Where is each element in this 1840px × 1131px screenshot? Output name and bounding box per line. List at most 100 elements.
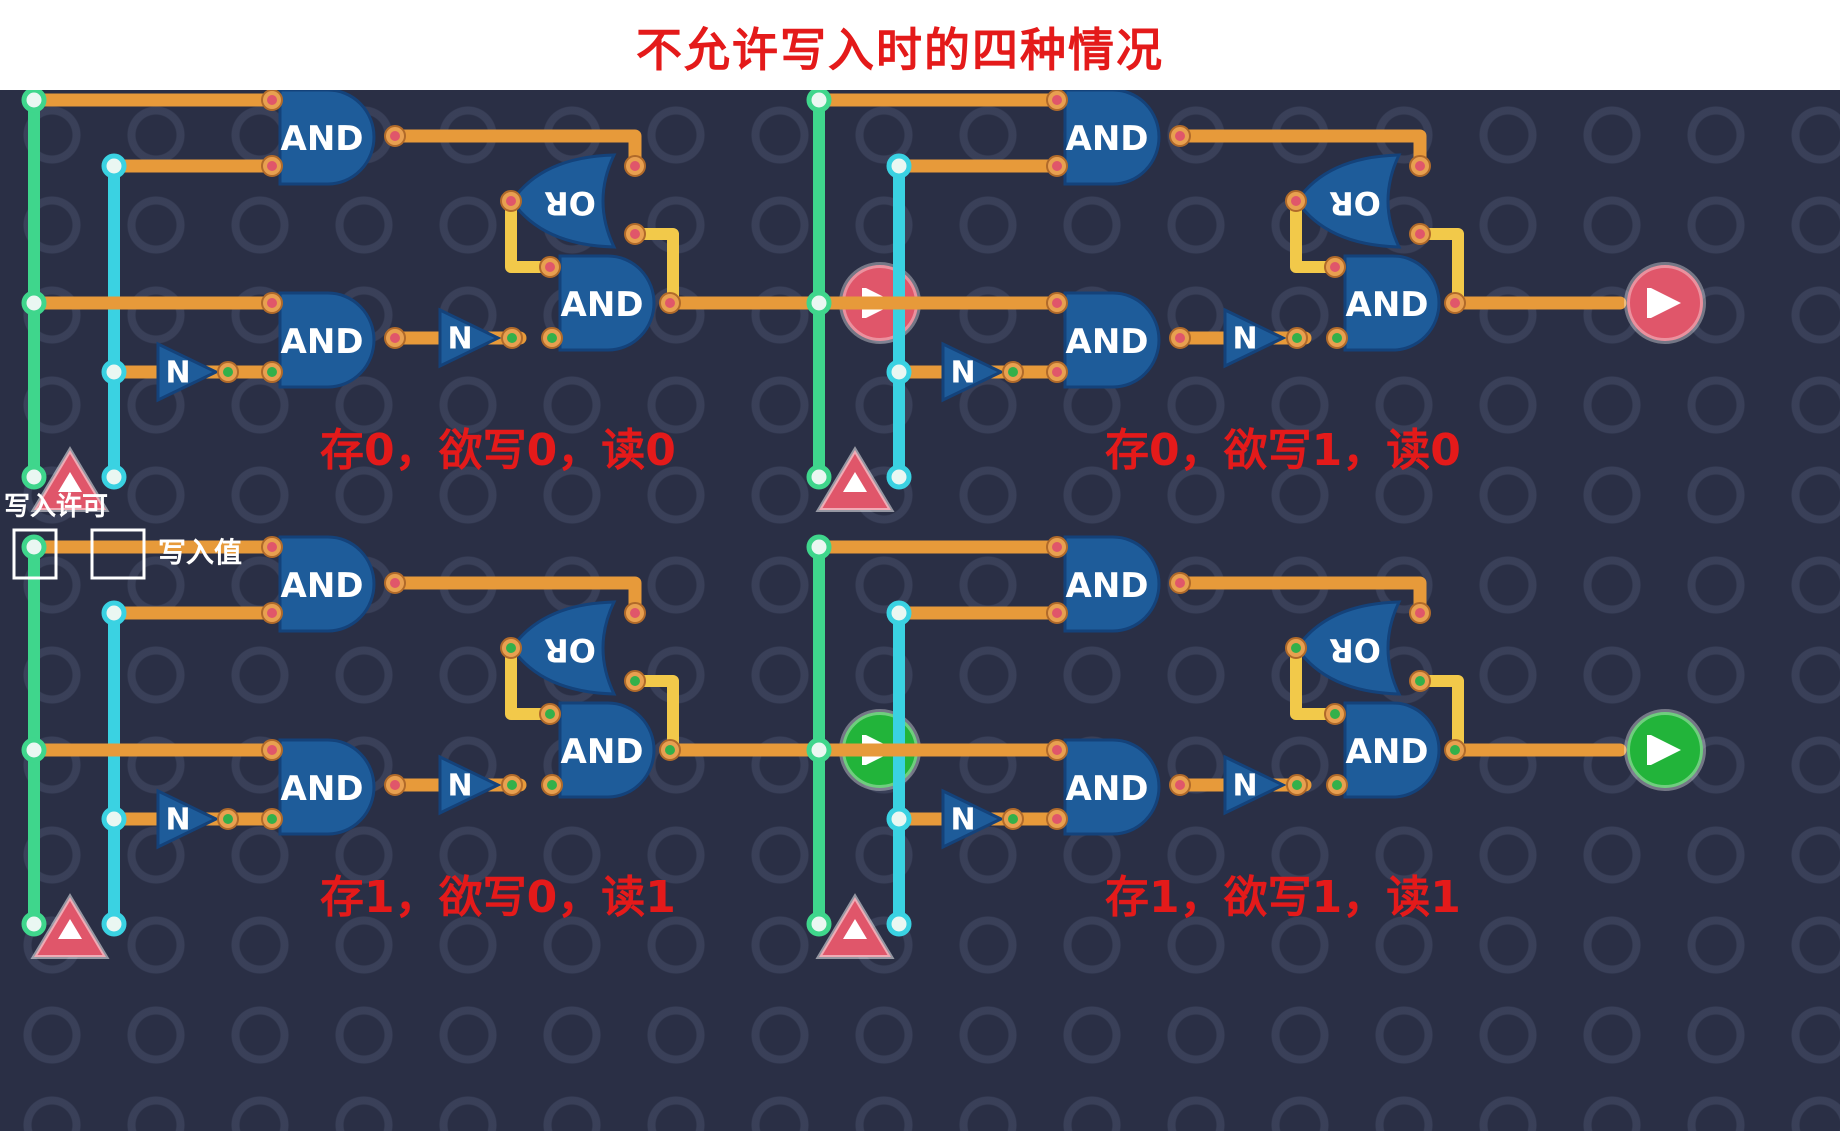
feedback-loop — [629, 675, 679, 756]
pin-or-out-dot — [1291, 196, 1301, 206]
pin-and2-a-dot — [267, 745, 277, 755]
input-arrow-icon — [58, 472, 82, 492]
output-arrow-icon — [1651, 735, 1681, 765]
pin-or-a-dot — [1415, 608, 1425, 618]
not-gate-2-label: N — [950, 803, 975, 838]
feedback-or-to-and3 — [505, 195, 556, 273]
not-gate-1-body — [438, 307, 502, 369]
pin-and1-b-dot — [267, 161, 277, 171]
and-gate-2-body — [1063, 738, 1161, 836]
junction-enable-mid — [21, 290, 47, 316]
junction-enable-bottom — [21, 911, 47, 937]
and-gate-3-body — [1343, 701, 1441, 799]
pin-and1-b-dot — [1052, 608, 1062, 618]
pin-and2-out-dot — [1175, 780, 1185, 790]
or-gate-body — [1295, 153, 1402, 249]
and-gate-2-label: AND — [1066, 769, 1149, 809]
title-bar: 不允许写入时的四种情况 — [0, 0, 1840, 90]
panel-caption: 存1，欲写1，读1 — [1105, 872, 1461, 923]
junction-enable-bottom — [806, 464, 832, 490]
pin-and3-b-dot — [1332, 780, 1342, 790]
and-gate-1-label: AND — [281, 119, 364, 159]
and-gate-3-label: AND — [561, 732, 644, 772]
not-gate-1-body — [1223, 754, 1287, 816]
not-gate-1-label: N — [1232, 769, 1257, 804]
and-gate-3-body — [1343, 254, 1441, 352]
pin-and3-b-dot — [547, 333, 557, 343]
pin-not2-out-dot — [223, 367, 233, 377]
and-gate-1-body — [278, 90, 376, 186]
output-bar-icon — [1647, 735, 1651, 765]
junction-enable-bottom — [806, 911, 832, 937]
pin-not2-out-dot — [223, 814, 233, 824]
panel-caption: 存0，欲写0，读0 — [320, 425, 676, 476]
junction-value-top — [101, 600, 127, 626]
pin-and2-out-dot — [1175, 333, 1185, 343]
or-gate-body — [510, 600, 617, 696]
not-gate-1-label: N — [447, 322, 472, 357]
and-gate-1-body — [278, 535, 376, 633]
pin-and3-out-dot — [1450, 298, 1460, 308]
pin-and3-out-dot — [1450, 745, 1460, 755]
not-gate-2-label: N — [165, 356, 190, 391]
pin-and3-a-dot — [545, 709, 555, 719]
junction-value-top — [886, 600, 912, 626]
not-gate-1-body — [1223, 307, 1287, 369]
junction-value-bottom — [886, 464, 912, 490]
junction-value-mid — [101, 359, 127, 385]
pin-not2-out-dot — [1008, 367, 1018, 377]
not-gate-2-body — [156, 788, 220, 850]
write-enable-box — [12, 528, 58, 580]
junction-enable-top — [21, 534, 47, 560]
or-gate-body — [1295, 600, 1402, 696]
pin-or-b-dot — [630, 676, 640, 686]
junction-enable-mid — [806, 290, 832, 316]
and-gate-3-label: AND — [1346, 732, 1429, 772]
pin-and1-out-dot — [1175, 578, 1185, 588]
pin-and2-out-dot — [390, 780, 400, 790]
and-gate-3-body — [558, 701, 656, 799]
or-gate-label: OR — [1329, 184, 1381, 222]
pin-or-b-dot — [1415, 676, 1425, 686]
not-gate-2-body — [941, 341, 1005, 403]
pin-and1-b-dot — [1052, 161, 1062, 171]
junction-enable-mid — [21, 737, 47, 763]
feedback-or-to-and3 — [1290, 195, 1341, 273]
pin-and3-out-dot — [665, 745, 675, 755]
junction-enable-bottom — [21, 464, 47, 490]
junction-enable-top — [806, 534, 832, 560]
write-value-box — [90, 528, 146, 580]
pin-or-a-dot — [1415, 161, 1425, 171]
output-bar-icon — [1647, 288, 1651, 318]
and-gate-2-body — [1063, 291, 1161, 389]
and-gate-2-body — [278, 738, 376, 836]
panel-caption: 存0，欲写1，读0 — [1105, 425, 1461, 476]
pin-or-out-dot — [1291, 643, 1301, 653]
pin-and2-a-dot — [267, 298, 277, 308]
page-title: 不允许写入时的四种情况 — [636, 23, 1164, 77]
pin-and1-a-dot — [267, 542, 277, 552]
pin-and3-b-dot — [1332, 333, 1342, 343]
pin-and3-b-dot — [547, 780, 557, 790]
pin-and2-a-dot — [1052, 298, 1062, 308]
circuit-diagram: ANDANDANDORNN存0，欲写0，读0ANDANDANDORNN存0，欲写… — [4, 90, 1706, 959]
pin-not1-out-dot — [507, 333, 517, 343]
input-arrow-icon — [843, 472, 867, 492]
pin-and3-a-dot — [1330, 262, 1340, 272]
or-gate-body — [510, 153, 617, 249]
junction-value-mid — [886, 359, 912, 385]
and-gate-1-label: AND — [1066, 119, 1149, 159]
pin-and1-out-dot — [1175, 131, 1185, 141]
pin-and1-out-dot — [390, 578, 400, 588]
pin-and1-a-dot — [267, 95, 277, 105]
pin-and2-b-dot — [267, 814, 277, 824]
and-gate-3-body — [558, 254, 656, 352]
output-arrow-icon — [1651, 288, 1681, 318]
pin-not2-out-dot — [1008, 814, 1018, 824]
and-gate-1-label: AND — [281, 566, 364, 606]
pin-or-out-dot — [506, 196, 516, 206]
pin-and1-b-dot — [267, 608, 277, 618]
pin-and2-out-dot — [390, 333, 400, 343]
